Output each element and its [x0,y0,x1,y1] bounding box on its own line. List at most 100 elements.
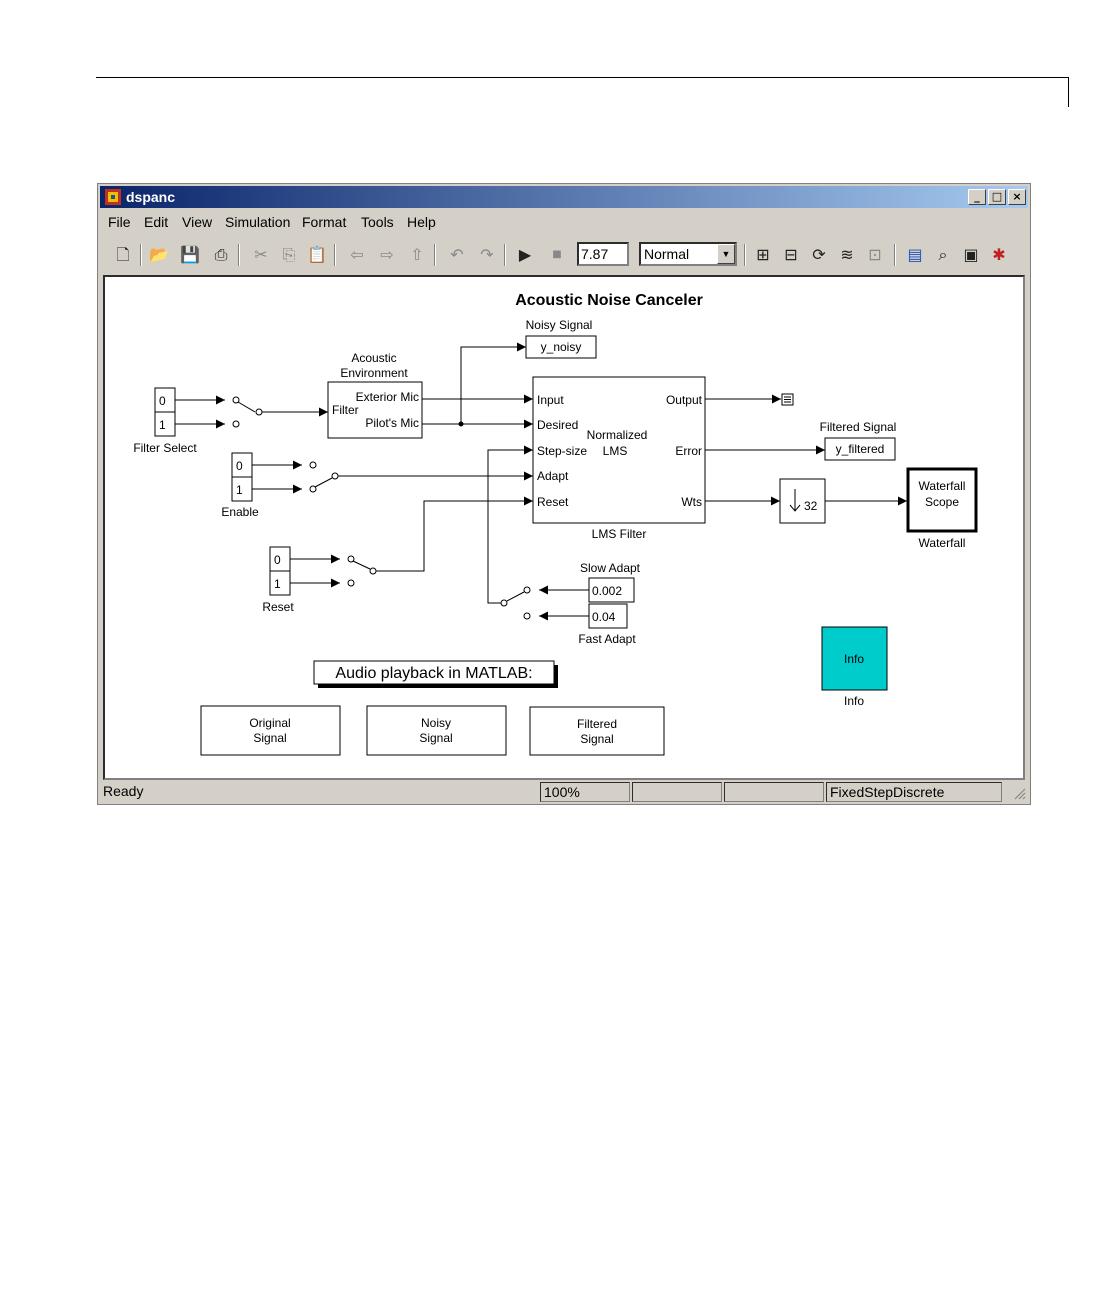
page-rule-tick [1068,77,1069,107]
waterfall-label: Waterfall [919,536,966,550]
status-state: Ready [103,783,144,799]
acoustic-environment-block[interactable] [327,381,423,439]
noisy-signal-button[interactable] [366,705,507,756]
enable-switch[interactable] [252,460,533,494]
filtered-signal-button[interactable] [529,706,665,756]
paste-icon[interactable]: 📋 [307,245,327,264]
menu-help[interactable]: Help [407,214,436,230]
open-folder-icon[interactable]: 📂 [149,245,169,264]
output-terminator[interactable] [705,393,794,406]
build-icon[interactable]: ⊟ [784,245,798,264]
model-explorer-icon[interactable]: ⌕ [938,245,948,264]
print-icon[interactable]: ⎙ [214,245,228,264]
stepsize-switch[interactable] [487,445,589,621]
lms-in-adapt: Adapt [537,469,569,483]
audio-note-text: Audio playback in MATLAB: [335,665,532,682]
menu-bar: File Edit View Simulation Format Tools H… [100,210,1028,234]
window-title: dspanc [126,189,176,205]
close-button[interactable]: × [1008,189,1026,205]
maximize-button[interactable]: □ [988,189,1006,205]
toolbar-separator [894,244,896,266]
menu-edit[interactable]: Edit [144,214,169,230]
filter-select-const-0-label: 0 [159,394,166,408]
noisy-signal-label: Noisy Signal [526,318,593,332]
lms-out-error: Error [675,444,702,458]
original-signal-button[interactable] [200,705,341,756]
noisy-signal-line-1: Noisy [421,716,451,730]
status-zoom: 100% [540,782,630,802]
lms-filter-block[interactable] [532,376,706,524]
status-field-3 [632,782,722,802]
menu-view[interactable]: View [182,214,213,230]
copy-icon[interactable]: ⎘ [282,245,296,264]
toolbar-separator [238,244,240,266]
start-simulation-icon[interactable]: ▶ [518,245,532,264]
resize-grip-icon[interactable] [1012,786,1026,800]
debugger-bug-icon[interactable]: ✱ [992,245,1006,264]
lms-out-output: Output [666,393,703,407]
lms-out-wts: Wts [681,495,702,509]
original-signal-line-2: Signal [253,731,286,745]
block-diagram: Acoustic Noise Canceler Noisy Signal y_n… [133,292,978,756]
fast-adapt-label: Fast Adapt [578,632,636,646]
toolbar-separator [140,244,142,266]
menu-format[interactable]: Format [302,214,347,230]
env-port-exterior: Exterior Mic [356,390,419,404]
enable-label: Enable [221,505,259,519]
toolbar-separator [744,244,746,266]
status-bar: Ready 100% FixedStepDiscrete [100,782,1028,802]
save-icon[interactable]: 💾 [180,245,200,264]
filtered-signal-block-label: y_filtered [836,442,885,456]
waterfall-scope-block[interactable] [906,467,978,533]
model-browser-icon[interactable]: ▣ [963,245,979,264]
reset-switch[interactable] [290,496,533,588]
simulation-mode-select[interactable]: Normal ▼ [639,242,737,266]
info-label: Info [844,694,864,708]
debug-icon[interactable]: ⊡ [868,245,882,264]
toolbar-separator [434,244,436,266]
filtered-signal-line-1: Filtered [577,717,617,731]
filter-select-label: Filter Select [133,441,197,455]
fast-adapt-block[interactable] [588,603,628,629]
acoustic-env-label-2: Environment [340,366,408,380]
lms-filter-label: LMS Filter [592,527,647,541]
cut-icon[interactable]: ✂ [254,245,268,264]
simulink-app-icon[interactable] [105,189,121,205]
new-model-icon[interactable]: 🗋 [116,245,130,264]
downsample-block[interactable] [779,478,826,524]
info-block[interactable] [821,626,888,691]
stop-simulation-icon[interactable]: ■ [552,249,562,260]
filtered-signal-block[interactable] [824,437,896,461]
slow-adapt-label: Slow Adapt [580,561,641,575]
redo-icon[interactable]: ↷ [480,245,494,264]
undo-icon[interactable]: ↶ [450,245,464,264]
lms-in-input: Input [537,393,564,407]
page-rule [96,77,1068,78]
filtered-signal-line-2: Signal [580,732,613,746]
library-browser-icon[interactable]: ▤ [907,245,923,264]
title-bar[interactable]: dspanc _ □ × [100,186,1028,208]
model-canvas[interactable]: Acoustic Noise Canceler Noisy Signal y_n… [103,275,1025,780]
simulink-window: dspanc _ □ × File Edit View Simulation F… [97,183,1031,805]
filtered-signal-label: Filtered Signal [820,420,897,434]
slow-adapt-block[interactable] [588,577,635,603]
slow-adapt-value: 0.002 [592,584,622,598]
menu-tools[interactable]: Tools [361,214,394,230]
stop-time-field[interactable]: 7.87 [577,242,629,266]
lms-center-2: LMS [603,444,628,458]
audio-note: Audio playback in MATLAB: [313,660,558,688]
menu-file[interactable]: File [108,214,131,230]
library-layers-icon[interactable]: ≋ [840,245,854,264]
refresh-blocks-icon[interactable]: ⟳ [812,245,826,264]
acoustic-env-label-1: Acoustic [351,351,396,365]
forward-icon[interactable]: ⇨ [380,245,394,264]
up-icon[interactable]: ⇧ [410,245,424,264]
down-arrow-icon [789,489,801,512]
menu-simulation[interactable]: Simulation [225,214,291,230]
back-icon[interactable]: ⇦ [350,245,364,264]
filter-select-switch[interactable] [175,395,328,429]
update-diagram-icon[interactable]: ⊞ [756,245,770,264]
dropdown-arrow-icon[interactable]: ▼ [717,244,735,264]
minimize-button[interactable]: _ [968,189,986,205]
toolbar-separator [334,244,336,266]
